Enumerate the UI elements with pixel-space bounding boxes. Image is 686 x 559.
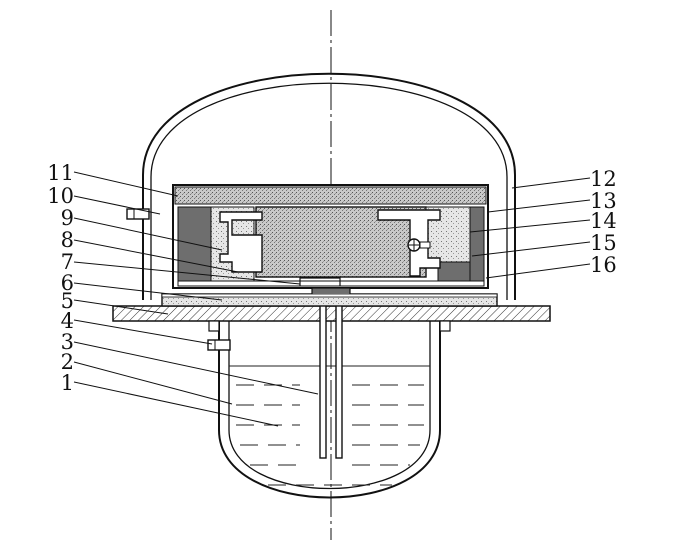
label-15: 15 (590, 231, 617, 255)
vessel-bolt (207, 339, 231, 351)
label-3: 3 (61, 330, 74, 354)
right-lower-block (437, 261, 471, 283)
label-2: 2 (61, 350, 74, 374)
label-9: 9 (61, 206, 74, 230)
label-1: 1 (61, 371, 74, 395)
label-5: 5 (61, 289, 74, 313)
liquid (229, 365, 430, 486)
label-13: 13 (590, 189, 617, 213)
bottom-seal (177, 280, 485, 287)
labels-right: 12 13 14 15 16 (590, 167, 617, 277)
base-plate-lip (161, 293, 498, 298)
center-seal (299, 277, 341, 286)
flange-plate (112, 305, 551, 322)
vessel-lug-right (439, 320, 451, 332)
label-12: 12 (590, 167, 617, 191)
label-16: 16 (590, 253, 617, 277)
left-bracket (219, 211, 263, 273)
label-10: 10 (47, 184, 74, 208)
vessel-lug (208, 320, 220, 332)
leaders-right (469, 177, 591, 279)
labels-left: 11 10 9 8 7 6 5 4 3 2 1 (47, 161, 74, 395)
right-wall (469, 206, 485, 285)
lower-vessel-outer (218, 321, 441, 499)
label-11: 11 (47, 161, 74, 185)
dome-cover-outer (142, 72, 516, 300)
pipe-cap (311, 287, 351, 294)
leaders-left (73, 171, 319, 427)
dome-cover-inner (150, 82, 508, 300)
label-8: 8 (61, 228, 74, 252)
label-7: 7 (61, 250, 74, 274)
top-insulation (174, 186, 487, 205)
label-6: 6 (61, 271, 74, 295)
label-4: 4 (61, 309, 74, 333)
lower-vessel-inner (228, 321, 431, 489)
label-14: 14 (590, 209, 617, 233)
right-bracket (377, 209, 441, 277)
